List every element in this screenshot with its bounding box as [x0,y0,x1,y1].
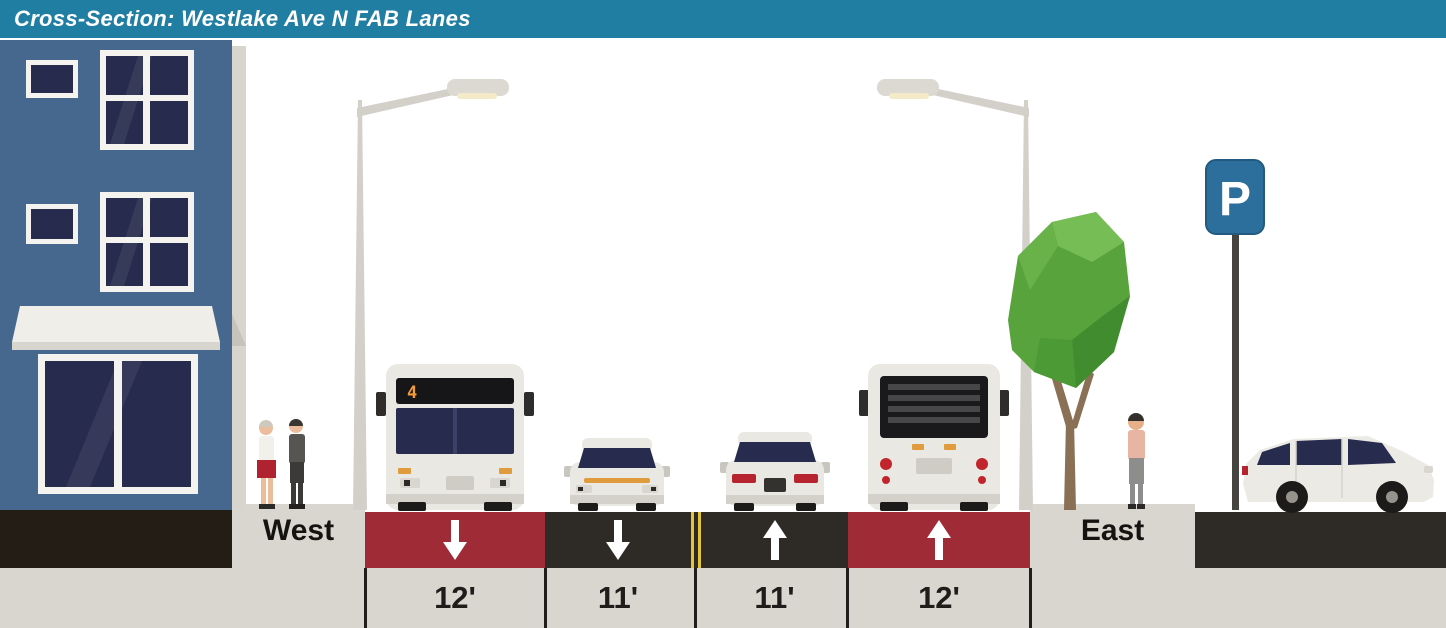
measure-separator [544,568,547,628]
awning [12,306,246,350]
lane-bus-southbound [365,512,545,568]
east-label: East [1080,514,1145,547]
parking-sign: P [1205,159,1265,510]
west-label: West [262,514,335,547]
lane-general-southbound [545,512,691,568]
tree [1008,212,1130,510]
bus-rear [859,364,1009,511]
car-rear [720,432,830,511]
lane-width-label: 11' [754,580,795,615]
ground-west-frontage [0,504,232,568]
bus-front: 4 [376,364,534,511]
street-lamp-west [353,79,509,510]
parking-sign-letter: P [1219,173,1251,226]
lane-width-label: 11' [597,580,639,615]
pedestrian-east [1128,413,1145,509]
street-lamp-east [877,79,1033,510]
arrow-down-icon [443,520,467,560]
measure-strip [0,568,1446,628]
arrow-up-icon [762,520,787,560]
lane-bus-northbound [848,512,1030,568]
bus-route-display: 4 [407,383,417,403]
lane-general-northbound [701,512,848,568]
sidewalk-west [232,504,365,568]
arrow-down-icon [606,520,630,560]
center-double-yellow-line [691,512,701,568]
pedestrians-west [257,419,305,509]
parked-car-side [1242,436,1434,513]
measure-separator [364,568,367,628]
measure-separator [846,568,849,628]
building [0,40,246,510]
title-bar: Cross-Section: Westlake Ave N FAB Lanes [0,0,1446,38]
lane-width-label: 12' [918,580,960,615]
car-front [564,438,670,511]
measure-separator [1029,568,1032,628]
sidewalk-east [1030,504,1195,568]
parking-strip [1195,512,1446,568]
page-title: Cross-Section: Westlake Ave N FAB Lanes [14,6,471,31]
arrow-up-icon [927,520,951,560]
measure-separator [694,568,697,628]
lane-width-label: 12' [434,580,476,615]
